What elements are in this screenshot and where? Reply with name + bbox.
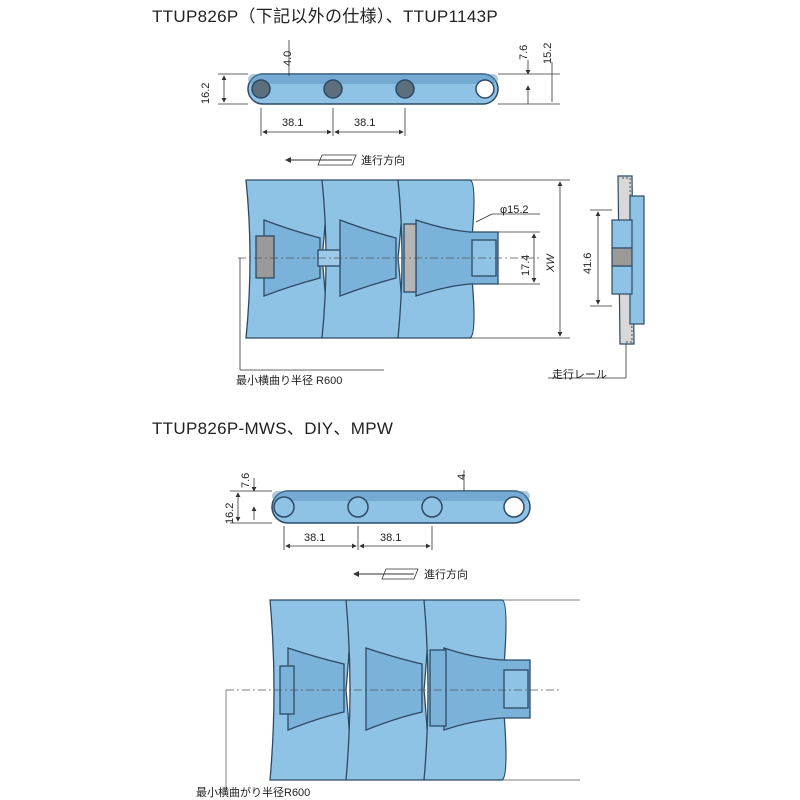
bottom-dim-pitch-1: 38.1 (304, 532, 326, 544)
bottom-section-title: TTUP826P-MWS、DIY、MPW (152, 419, 394, 438)
top-dim-pitch-2: 38.1 (354, 117, 376, 129)
top-dim-height-total: 16.2 (200, 82, 212, 104)
bottom-side-view-dimensions (230, 470, 465, 550)
bottom-direction-arrow (353, 568, 419, 580)
top-dim-width-label: XW (545, 254, 557, 272)
rail-note: 走行レール (552, 369, 607, 381)
top-radius-note: 最小横曲り半径 R600 (236, 375, 343, 387)
rail-dim-width: 41.6 (582, 252, 594, 274)
bottom-direction-label: 進行方向 (424, 569, 468, 581)
rail-dimensions (548, 209, 627, 379)
top-direction-label: 進行方向 (361, 155, 405, 167)
top-dim-pin-width: 17.4 (520, 254, 532, 276)
bottom-dim-thickness: 7.6 (240, 472, 252, 488)
bottom-dim-pitch-2: 38.1 (380, 532, 402, 544)
bottom-side-view-chain (271, 490, 531, 524)
top-dim-pitch-1: 38.1 (282, 117, 304, 129)
top-plan-view-dimensions (239, 179, 570, 371)
top-section-title: TTUP826P（下記以外の仕様）、TTUP1143P (152, 7, 498, 26)
top-plan-view-chain (245, 179, 499, 339)
bottom-dim-pin-offset: 4 (456, 473, 468, 480)
bottom-plan-view-lines (225, 599, 580, 790)
rail-cross-section (611, 175, 645, 345)
top-dim-pin-diameter: φ15.2 (500, 204, 529, 216)
top-side-view-chain (247, 73, 499, 105)
top-dim-pin-offset: 4.0 (282, 50, 294, 66)
top-side-view-dimensions (218, 40, 560, 136)
bottom-plan-view-chain (269, 599, 531, 781)
bottom-radius-note: 最小横曲がり半径R600 (196, 787, 311, 799)
top-dim-height-right: 15.2 (542, 42, 554, 64)
top-dim-thickness: 7.6 (518, 44, 530, 60)
bottom-dim-height-total: 16.2 (224, 502, 236, 524)
top-direction-arrow (285, 154, 357, 166)
